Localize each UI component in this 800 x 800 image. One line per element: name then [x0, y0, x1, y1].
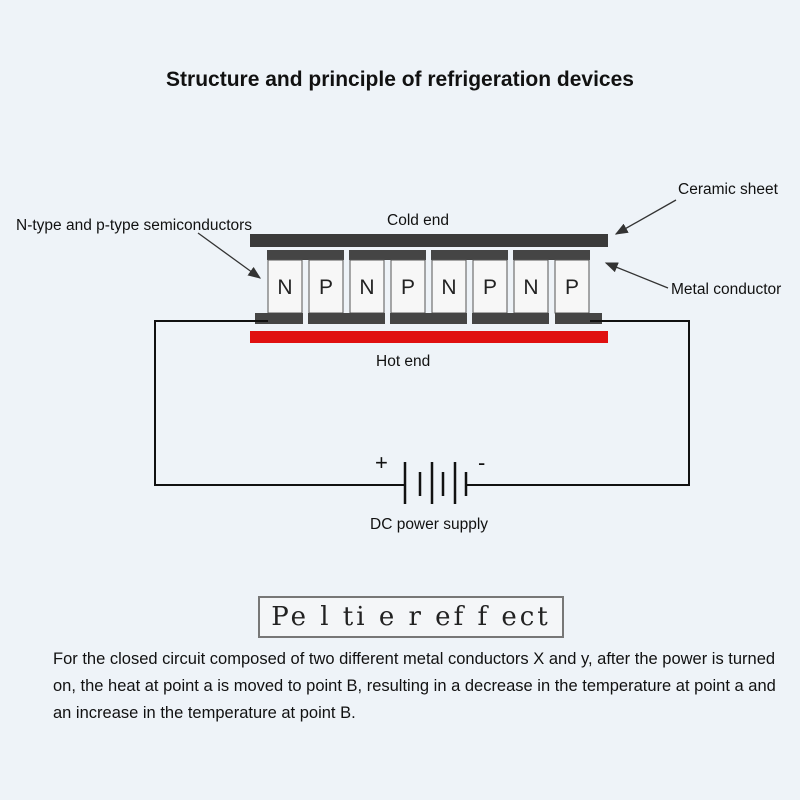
ceramic-sheet-label: Ceramic sheet [678, 181, 779, 198]
leg-label: P [565, 276, 579, 299]
metal-conductor-arrow [604, 262, 669, 289]
semiconductor-leg-p [554, 259, 590, 314]
leg-label: P [319, 276, 333, 299]
page-title: Structure and principle of refrigeration… [166, 68, 634, 91]
top-metal-conductor [267, 250, 344, 260]
leg-label: N [441, 276, 456, 299]
battery-icon [403, 462, 468, 504]
leg-label: N [523, 276, 538, 299]
dc-power-supply-label: DC power supply [370, 516, 488, 533]
top-metal-conductor [349, 250, 426, 260]
semiconductor-leg-n [267, 259, 303, 314]
bottom-metal-conductor [472, 313, 549, 324]
top-metal-conductor [431, 250, 508, 260]
bottom-metal-conductor [255, 313, 303, 324]
peltier-effect-text: Pe l ti e r ef f ect [271, 602, 551, 632]
hot-end-plate [250, 331, 608, 343]
leg-label: N [359, 276, 374, 299]
bottom-metal-conductor [390, 313, 467, 324]
description-text: For the closed circuit composed of two d… [53, 650, 776, 722]
hot-end-label: Hot end [376, 353, 430, 370]
cold-end-plate [250, 234, 608, 247]
leg-label: N [277, 276, 292, 299]
top-metal-conductor [513, 250, 590, 260]
semiconductor-leg-n [349, 259, 385, 314]
semiconductors-label: N-type and p-type semiconductors [16, 217, 252, 234]
leg-label: P [483, 276, 497, 299]
plus-sign: + [375, 450, 388, 475]
top-metal-conductors [267, 250, 590, 260]
peltier-effect-heading: Pe l ti e r ef f ect [258, 596, 564, 638]
leg-label: P [401, 276, 415, 299]
bottom-metal-conductor [308, 313, 385, 324]
semiconductor-leg-n [431, 259, 467, 314]
minus-sign: - [478, 450, 485, 475]
semiconductor-leg-p [308, 259, 344, 314]
ceramic-sheet-arrow [614, 199, 677, 235]
semiconductor-leg-p [390, 259, 426, 314]
semiconductors-arrow [197, 232, 262, 279]
metal-conductor-label: Metal conductor [671, 281, 781, 298]
right-wire [466, 320, 690, 486]
bottom-metal-conductors [255, 313, 602, 324]
bottom-metal-conductor [555, 313, 602, 324]
cold-end-label: Cold end [387, 212, 449, 229]
left-wire [154, 320, 405, 486]
